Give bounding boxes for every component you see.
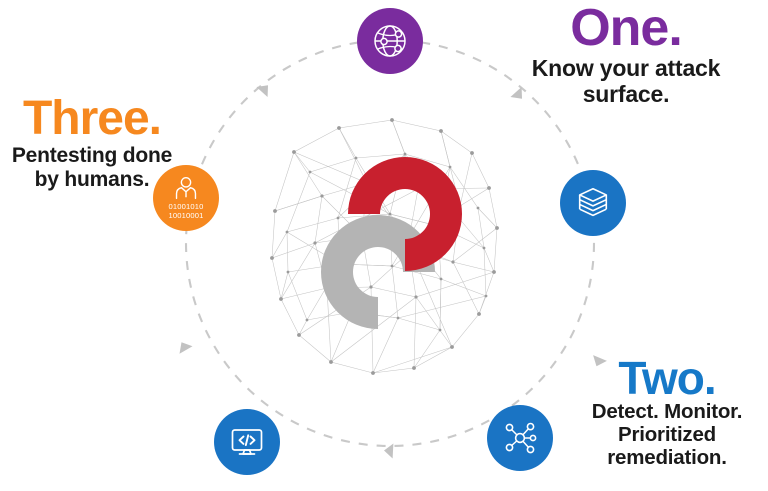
stacked-layers-icon: [578, 187, 608, 217]
step-one-text: One. Know your attack surface.: [486, 0, 766, 107]
step-one-description: Know your attack surface.: [531, 54, 721, 107]
step-two-code-icon-badge[interactable]: [214, 409, 280, 475]
step-three-text: Three. Pentesting done by humans.: [2, 92, 182, 191]
binary-line-1: 01001010: [168, 201, 204, 211]
step-two-description: Detect. Monitor. Prioritized remediation…: [591, 400, 743, 470]
binary-digits: 01001010 10010001: [168, 201, 204, 220]
flow-arrowheads: [179, 85, 607, 459]
arrowhead-upper-right: [510, 86, 523, 99]
arrowhead-lower-right: [593, 355, 607, 367]
binary-line-2: 10010001: [168, 210, 204, 220]
step-one-icon-badge[interactable]: [357, 8, 423, 74]
arrowhead-upper-left: [256, 85, 269, 98]
step-two-network-icon-badge[interactable]: [487, 405, 553, 471]
logo-red-arc: [348, 157, 462, 271]
step-two-data-icon-badge[interactable]: [560, 170, 626, 236]
arrowhead-bottom: [384, 443, 394, 459]
step-two-text: Two. Detect. Monitor. Prioritized remedi…: [566, 352, 768, 470]
network-hub-icon: [505, 422, 537, 454]
step-three-number: Three.: [22, 92, 162, 145]
arrowhead-lower-left: [179, 342, 193, 354]
human-binary-icon: [175, 176, 197, 199]
step-two-number: Two.: [618, 352, 716, 404]
logo-gray-arc: [321, 215, 435, 329]
step-one-number: One.: [570, 0, 683, 57]
step-three-icon-badge[interactable]: 01001010 10010001: [153, 165, 219, 231]
step-three-description: Pentesting done by humans.: [11, 144, 173, 191]
monitor-code-icon: [231, 429, 263, 455]
globe-network-icon: [374, 25, 406, 57]
